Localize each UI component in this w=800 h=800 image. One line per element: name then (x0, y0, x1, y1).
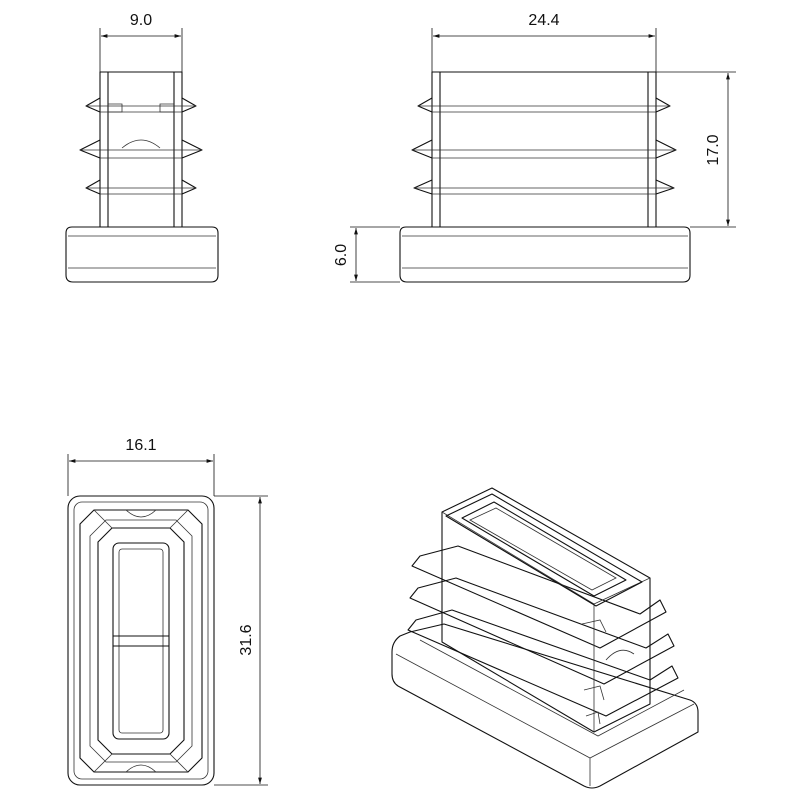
top-view: 16.1 31.6 (67, 437, 268, 786)
dim-top-length: 31.6 (238, 624, 255, 655)
isometric-view (391, 487, 699, 789)
side-view: 24.4 17.0 6.0 (333, 12, 736, 283)
dim-cap-height: 6.0 (333, 244, 350, 266)
dim-side-width: 24.4 (528, 12, 559, 29)
dim-front-width: 9.0 (130, 12, 152, 29)
dim-top-width: 16.1 (125, 437, 156, 454)
front-view: 9.0 (65, 12, 219, 283)
dim-side-height: 17.0 (705, 134, 722, 165)
